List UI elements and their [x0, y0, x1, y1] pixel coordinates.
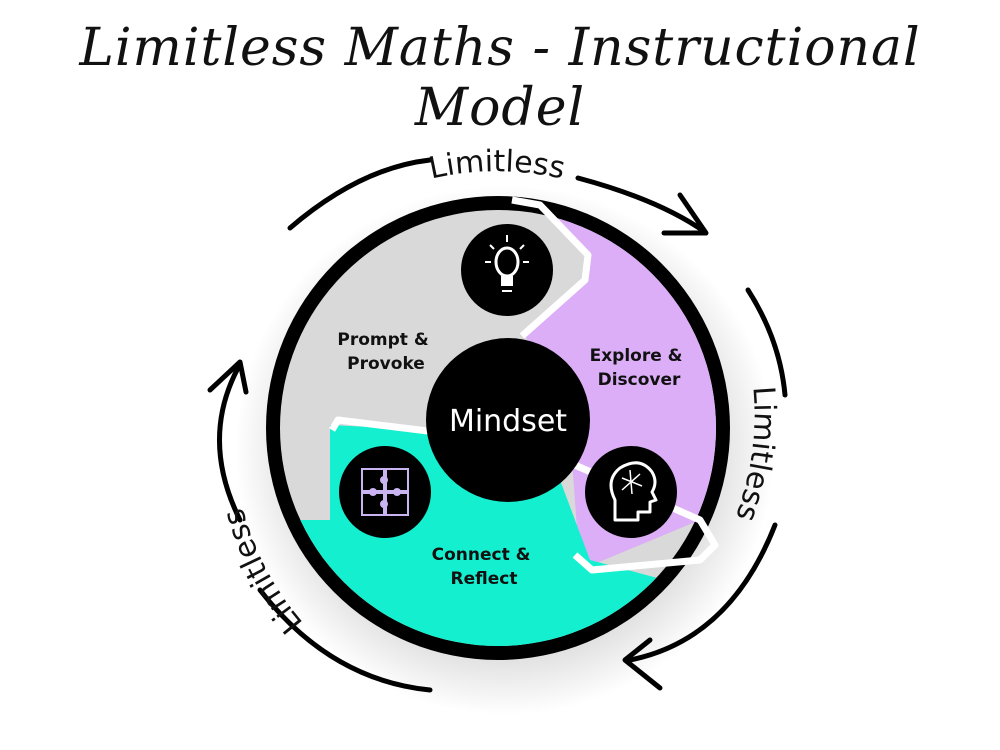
- segment-label-prompt-provoke: Prompt & Provoke: [337, 330, 434, 374]
- cycle-label-top-text: Limitless: [426, 144, 568, 186]
- cycle-arrow-right: [622, 287, 788, 691]
- segment-label-connect-reflect: Connect & Reflect: [432, 545, 537, 589]
- lightbulb-icon: [461, 224, 553, 316]
- segment-divider-left: [328, 416, 437, 436]
- cycle-label-top: Limitless: [426, 144, 568, 186]
- segment-divider-top: [511, 196, 592, 339]
- center-label: Mindset: [449, 404, 567, 439]
- puzzle-pieces-icon: [339, 446, 431, 538]
- diagram-title: Limitless Maths - Instructional Model: [79, 18, 921, 138]
- segment-label-explore-line1: Explore &: [590, 346, 683, 366]
- segment-label-connect-line2: Reflect: [451, 569, 518, 589]
- segment-label-explore-discover: Explore & Discover: [590, 346, 689, 390]
- segment-label-explore-line2: Discover: [598, 370, 681, 390]
- brain-network-head-icon: [585, 446, 677, 538]
- cycle-arrow-top: [287, 157, 709, 236]
- segment-label-prompt-line2: Provoke: [347, 354, 425, 374]
- segment-label-prompt-line1: Prompt &: [337, 330, 428, 350]
- center-circle: [426, 338, 590, 502]
- cycle-arrow-left: [207, 359, 433, 693]
- segment-label-connect-line1: Connect &: [432, 545, 531, 565]
